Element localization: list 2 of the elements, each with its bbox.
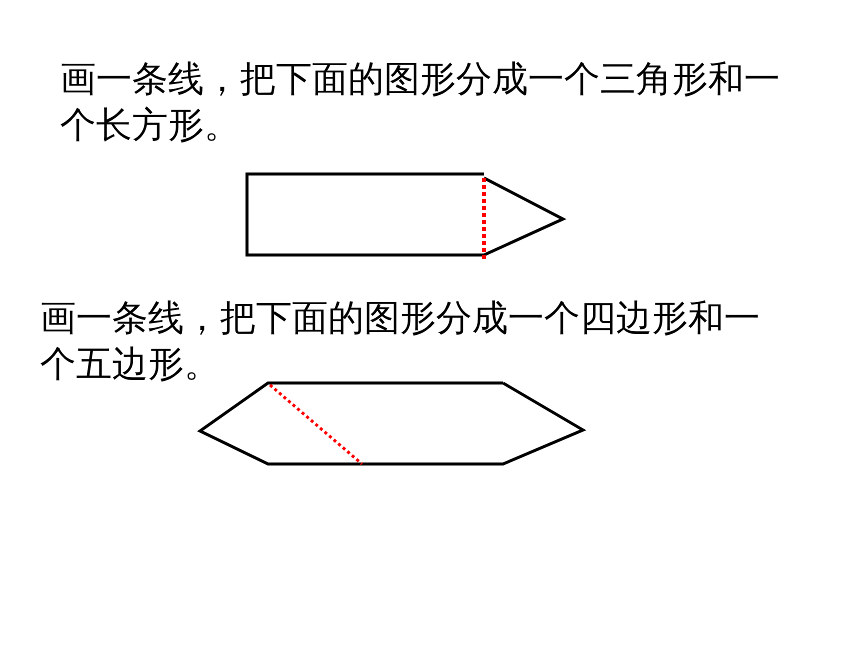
question-text: 画一条线，把下面的图形分成一个三角形和一个长方形。	[60, 58, 781, 148]
question-text: 画一条线，把下面的图形分成一个四边形和一个五边形。	[40, 297, 761, 387]
